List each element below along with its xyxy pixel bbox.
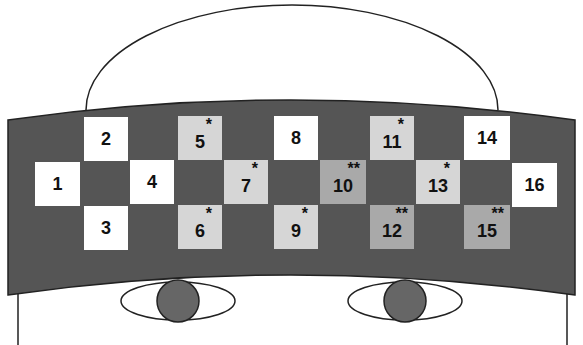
numbered-square: 7*	[224, 160, 268, 204]
square-number: 4	[130, 172, 174, 192]
square-number: 6	[178, 221, 222, 241]
square-number: 16	[512, 175, 557, 195]
square-number: 5	[178, 132, 222, 152]
square-number: 9	[274, 221, 318, 241]
asterisk-mark: **	[348, 162, 360, 176]
numbered-square: 14	[464, 116, 510, 160]
asterisk-mark: *	[206, 207, 212, 221]
square-number: 10	[320, 176, 366, 196]
asterisk-mark: *	[444, 162, 450, 176]
pupil	[384, 280, 426, 322]
numbered-square: 13*	[416, 160, 460, 204]
square-number: 3	[84, 218, 128, 238]
numbered-square: 15**	[464, 205, 510, 249]
numbered-square: 1	[35, 162, 80, 206]
square-number: 8	[274, 128, 318, 148]
asterisk-mark: *	[252, 162, 258, 176]
asterisk-mark: *	[398, 118, 404, 132]
numbered-square: 5*	[178, 116, 222, 160]
head-band	[8, 100, 575, 295]
square-number: 11	[370, 132, 414, 152]
numbered-square: 12**	[370, 205, 414, 249]
square-number: 14	[464, 128, 510, 148]
square-number: 7	[224, 176, 268, 196]
face-outline	[18, 285, 567, 345]
numbered-square: 4	[130, 160, 174, 204]
pupil	[157, 280, 199, 322]
square-number: 13	[416, 176, 460, 196]
asterisk-mark: *	[206, 118, 212, 132]
numbered-square: 11*	[370, 116, 414, 160]
numbered-square: 6*	[178, 205, 222, 249]
square-number: 2	[84, 129, 128, 149]
numbered-square: 3	[84, 206, 128, 250]
asterisk-mark: **	[492, 207, 504, 221]
numbered-square: 10**	[320, 160, 366, 204]
head-dome	[86, 5, 498, 110]
numbered-square: 2	[84, 117, 128, 161]
square-number: 1	[35, 174, 80, 194]
asterisk-mark: **	[396, 207, 408, 221]
square-number: 15	[464, 221, 510, 241]
numbered-square: 9*	[274, 205, 318, 249]
numbered-square: 16	[512, 163, 557, 207]
square-number: 12	[370, 221, 414, 241]
numbered-square: 8	[274, 116, 318, 160]
asterisk-mark: *	[302, 207, 308, 221]
